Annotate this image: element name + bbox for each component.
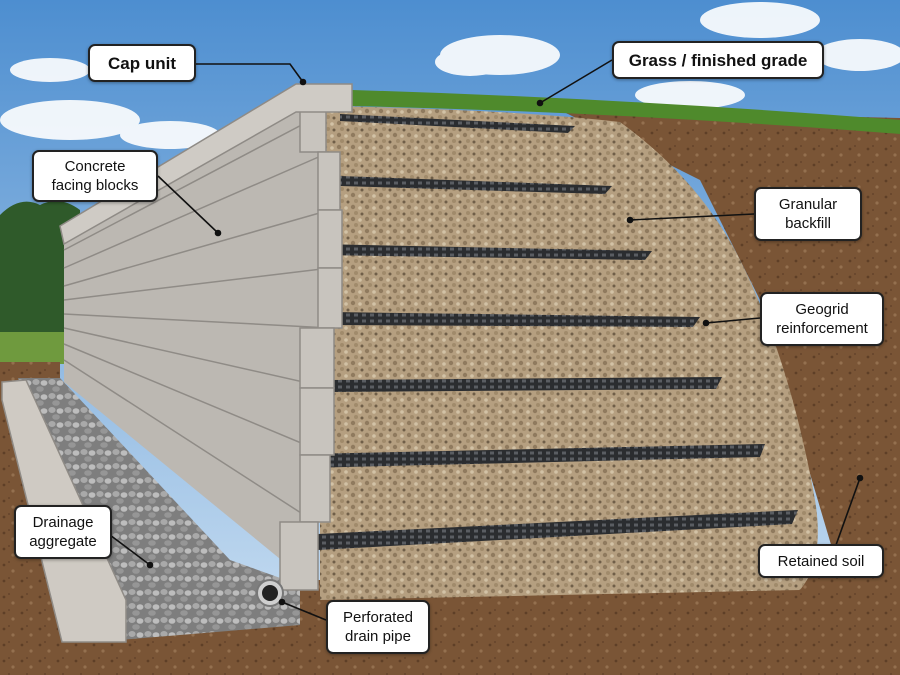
label-retained-soil-text: Retained soil [777,552,865,570]
label-drain-line1: Perforated [342,609,414,626]
label-drainage-aggregate: Drainage aggregate [14,505,112,559]
granular-backfill-area [320,106,818,600]
label-facing-line1: Concrete [64,158,126,175]
concrete-facing-blocks [63,88,343,591]
label-grass-finished-grade: Grass / finished grade [612,41,824,79]
label-backfill-line2: backfill [785,215,831,232]
label-geogrid-line2: reinforcement [776,320,868,337]
leader-lines [109,59,864,621]
label-cap-unit: Cap unit [88,44,196,82]
tree-line [0,201,80,335]
label-geogrid-line1: Geogrid [795,301,849,318]
label-drainage-line2: aggregate [29,533,97,550]
distant-field [0,332,70,364]
label-cap-unit-text: Cap unit [108,53,176,73]
label-drainage-line1: Drainage [32,514,94,531]
label-concrete-facing-blocks: Concrete facing blocks [32,150,158,202]
label-geogrid-reinforcement: Geogrid reinforcement [760,292,884,346]
label-backfill-line1: Granular [778,196,838,213]
label-perforated-drain-pipe: Perforated drain pipe [326,600,430,654]
grass-finished-grade [352,90,900,134]
label-grass-text: Grass / finished grade [628,50,808,70]
label-granular-backfill: Granular backfill [754,187,862,241]
geogrid-layers [305,114,798,550]
clouds [0,2,900,149]
cap-unit-block [59,83,353,246]
label-facing-line2: facing blocks [51,177,139,194]
perforated-drain-pipe [256,579,284,607]
label-retained-soil: Retained soil [758,544,884,578]
label-drain-line2: drain pipe [345,628,411,645]
